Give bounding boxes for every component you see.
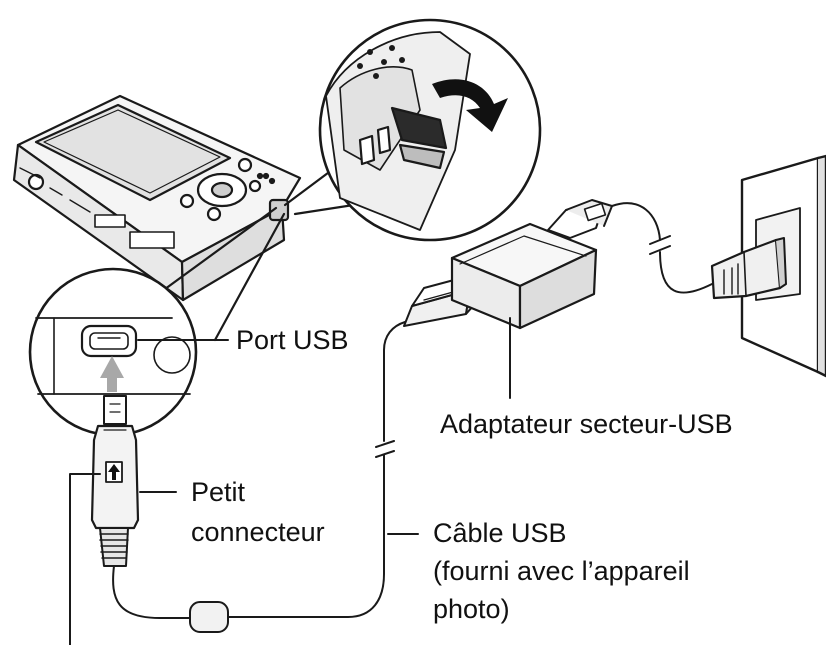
- usb-cable-upper: [383, 321, 406, 442]
- label-small-connector-1: Petit: [191, 477, 246, 507]
- ferrite-core: [189, 601, 229, 633]
- micro-usb-connector: [90, 395, 140, 567]
- usb-ac-adapter: [450, 199, 613, 330]
- zoom-leader-port-1: [148, 206, 278, 302]
- callout-line-arrow-mark: [69, 473, 101, 646]
- cable-break-lower: [375, 440, 395, 458]
- label-port-usb: Port USB: [236, 325, 349, 355]
- label-cable-1: Câble USB: [433, 518, 567, 548]
- ac-cord-upper: [611, 202, 661, 241]
- ac-plug: [710, 237, 787, 300]
- zoom-leader-port-2: [213, 212, 286, 342]
- label-small-connector-2: connecteur: [191, 517, 325, 547]
- label-adapter: Adaptateur secteur-USB: [440, 409, 733, 439]
- insert-arrow-icon: [100, 356, 124, 392]
- usb-cable-lower: [112, 565, 191, 619]
- port-cover-zoom: [318, 18, 542, 242]
- label-cable-3: photo): [433, 594, 510, 624]
- camera-illustration: [12, 94, 302, 302]
- cable-break-ac: [649, 235, 671, 255]
- label-cable-2: (fourni avec l’appareil: [433, 556, 690, 586]
- ac-cord-lower: [659, 251, 713, 294]
- usb-cable-mid: [227, 454, 385, 618]
- rotation-arrow-icon: [432, 79, 508, 132]
